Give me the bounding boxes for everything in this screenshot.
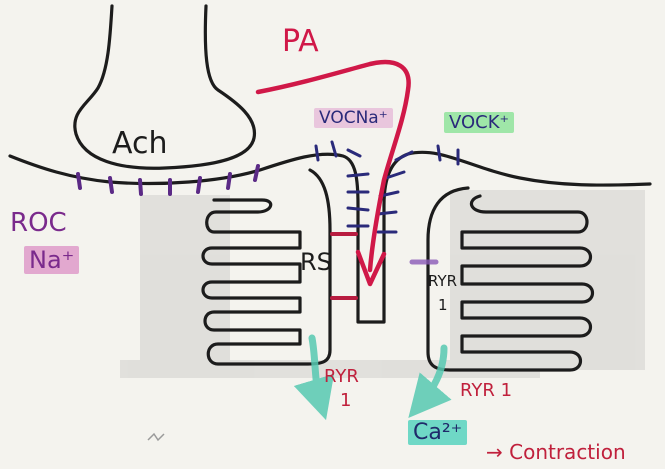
roc-na-label: Na⁺ [24, 246, 79, 274]
ach-label: Ach [112, 126, 168, 161]
calcium-label: Ca²⁺ [408, 420, 467, 445]
voc-na-label: VOCNa⁺ [314, 108, 393, 128]
contraction-label: → Contraction [486, 440, 626, 464]
ryr-right-label: RYR 1 [460, 380, 512, 401]
pencil-scribble [148, 434, 164, 440]
pa-arrow [258, 62, 409, 270]
ryr-left-label: RYR [324, 366, 359, 387]
pa-label: PA [282, 24, 319, 59]
ryr-contact-ticks [332, 234, 356, 298]
ryr-inner-label: RYR [428, 272, 457, 290]
voc-channel-ticks [316, 142, 458, 232]
voc-k-label: VOCK⁺ [444, 112, 514, 133]
rs-label: RS [300, 248, 332, 276]
ryr-left-number: 1 [340, 390, 351, 411]
roc-label: ROC [10, 208, 67, 238]
ryr-inner-number: 1 [438, 296, 448, 314]
